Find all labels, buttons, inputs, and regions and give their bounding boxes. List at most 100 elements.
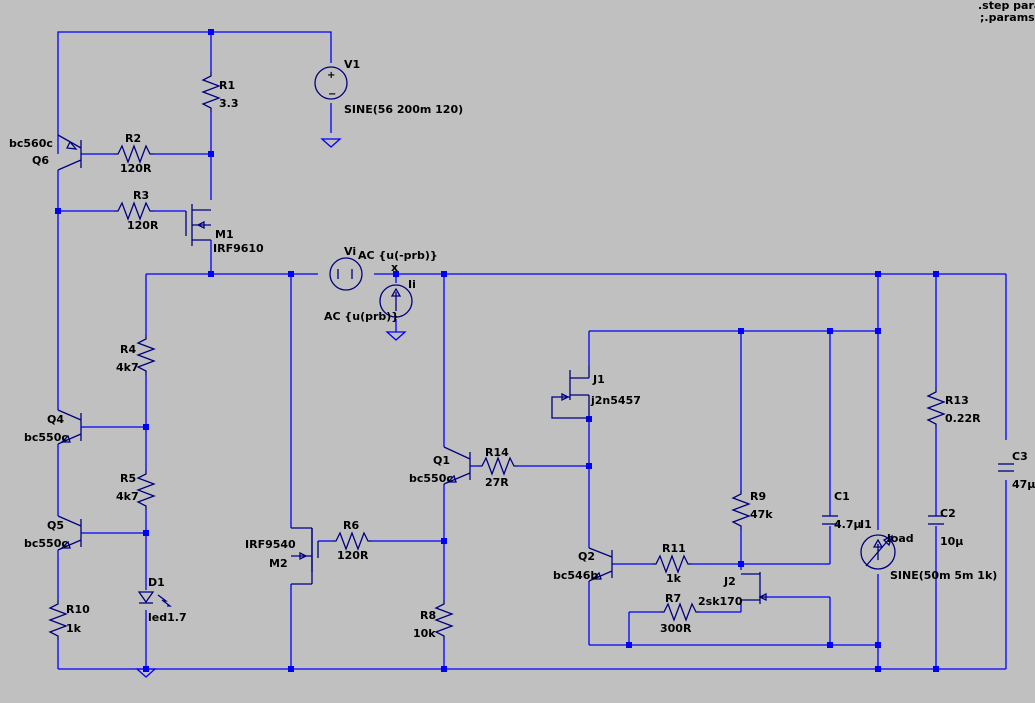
r6-resistor[interactable]: R6 120R	[332, 519, 372, 562]
j2-value: 2sk170	[698, 595, 743, 608]
r10-name: R10	[66, 603, 90, 616]
r7-resistor[interactable]: R7 300R	[660, 592, 700, 635]
c3-name: C3	[1012, 450, 1028, 463]
q4-name: Q4	[47, 413, 64, 426]
ground-symbol-v1	[320, 138, 342, 148]
c3-value: 47µ	[1012, 478, 1035, 491]
i1-current-source[interactable]: I1 load SINE(50m 5m 1k)	[860, 518, 997, 582]
r6-value: 120R	[337, 549, 369, 562]
q5-value: bc550c	[24, 537, 68, 550]
r4-value: 4k7	[116, 361, 139, 374]
ground-symbol-main	[135, 668, 157, 678]
q2-value: bc546b	[553, 569, 598, 582]
c2-name: C2	[940, 507, 956, 520]
r9-resistor[interactable]: R9 47k	[731, 490, 773, 530]
r6-name: R6	[343, 519, 359, 532]
v1-voltage-source[interactable]: + − V1 SINE(56 200m 120)	[314, 58, 463, 116]
c1-value: 4.7µ	[834, 518, 862, 531]
r3-name: R3	[133, 189, 149, 202]
ii-name: Ii	[408, 278, 416, 291]
r1-value: 3.3	[219, 97, 239, 110]
j1-jfet[interactable]: J1 j2n5457	[551, 366, 641, 420]
i1-name: I1	[860, 518, 872, 531]
c1-capacitor[interactable]: C1 4.7µ	[822, 490, 862, 531]
m1-name: M1	[215, 228, 234, 241]
r14-value: 27R	[485, 476, 509, 489]
q1-npn-transistor[interactable]: Q1 bc550c	[409, 446, 471, 485]
i1-inner-label: load	[887, 532, 914, 545]
r13-value: 0.22R	[945, 412, 981, 425]
r1-resistor[interactable]: R1 3.3	[201, 72, 239, 112]
r2-name: R2	[125, 132, 141, 145]
junction-dots	[55, 29, 939, 672]
i1-value: SINE(50m 5m 1k)	[890, 569, 997, 582]
q6-name: Q6	[32, 154, 49, 167]
c1-name: C1	[834, 490, 850, 503]
wires	[57, 31, 1007, 670]
d1-name: D1	[148, 576, 165, 589]
m1-pmos-transistor[interactable]: M1 IRF9610	[185, 204, 264, 255]
r11-resistor[interactable]: R11 1k	[652, 542, 692, 585]
r13-resistor[interactable]: R13 0.22R	[926, 388, 981, 428]
j2-jfet[interactable]: J2 2sk170	[698, 572, 767, 608]
j2-name: J2	[723, 575, 736, 588]
m2-name: M2	[269, 557, 288, 570]
ii-current-source[interactable]: Ii AC {u(prb)}	[324, 278, 416, 323]
r4-resistor[interactable]: R4 4k7	[116, 335, 156, 375]
r3-value: 120R	[127, 219, 159, 232]
r11-value: 1k	[666, 572, 682, 585]
q6-value: bc560c	[9, 137, 53, 150]
m2-mosfet[interactable]: IRF9540 M2	[245, 527, 319, 585]
q4-value: bc550c	[24, 431, 68, 444]
directive-step: .step param	[978, 0, 1035, 12]
j1-value: j2n5457	[590, 394, 641, 407]
c2-capacitor[interactable]: C2 10µ	[928, 507, 963, 548]
v1-name: V1	[344, 58, 360, 71]
vi-name: Vi	[344, 245, 356, 258]
d1-value: led1.7	[148, 611, 187, 624]
r9-value: 47k	[750, 508, 773, 521]
q4-npn-transistor[interactable]: Q4 bc550c	[24, 409, 82, 445]
q2-npn-transistor[interactable]: Q2 bc546b	[553, 547, 613, 582]
r7-name: R7	[665, 592, 681, 605]
m2-value: IRF9540	[245, 538, 296, 551]
q1-name: Q1	[433, 454, 450, 467]
d1-led[interactable]: D1 led1.7	[137, 576, 187, 624]
r10-resistor[interactable]: R10 1k	[48, 600, 90, 640]
svg-text:−: −	[328, 89, 336, 100]
r8-value: 10k	[413, 627, 436, 640]
r14-resistor[interactable]: R14 27R	[478, 446, 518, 489]
r8-name: R8	[420, 609, 436, 622]
directive-params: ;.params p	[980, 11, 1035, 24]
q2-name: Q2	[578, 550, 595, 563]
q1-value: bc550c	[409, 472, 453, 485]
ii-value: AC {u(prb)}	[324, 310, 399, 323]
r3-resistor[interactable]: R3 120R	[114, 189, 159, 232]
q6-pnp-transistor[interactable]: bc560c Q6	[9, 134, 82, 171]
v1-value: SINE(56 200m 120)	[344, 103, 463, 116]
j1-name: J1	[592, 373, 605, 386]
ground-symbol-ii	[385, 331, 407, 341]
svg-text:+: +	[327, 70, 335, 81]
vi-value: AC {u(-prb)}	[358, 249, 438, 262]
r13-name: R13	[945, 394, 969, 407]
c2-value: 10µ	[940, 535, 963, 548]
vi-voltage-source[interactable]: Vi AC {u(-prb)}	[329, 245, 438, 291]
r11-name: R11	[662, 542, 686, 555]
r4-name: R4	[120, 343, 136, 356]
r7-value: 300R	[660, 622, 692, 635]
q5-name: Q5	[47, 519, 64, 532]
c3-capacitor[interactable]: C3 47µ	[998, 450, 1035, 491]
r5-value: 4k7	[116, 490, 139, 503]
r5-resistor[interactable]: R5 4k7	[116, 470, 156, 510]
r9-name: R9	[750, 490, 766, 503]
r8-resistor[interactable]: R8 10k	[413, 600, 454, 640]
r2-resistor[interactable]: R2 120R	[114, 132, 154, 175]
r2-value: 120R	[120, 162, 152, 175]
r10-value: 1k	[66, 622, 82, 635]
m1-value: IRF9610	[213, 242, 264, 255]
r5-name: R5	[120, 472, 136, 485]
q5-npn-transistor[interactable]: Q5 bc550c	[24, 515, 82, 551]
r14-name: R14	[485, 446, 509, 459]
